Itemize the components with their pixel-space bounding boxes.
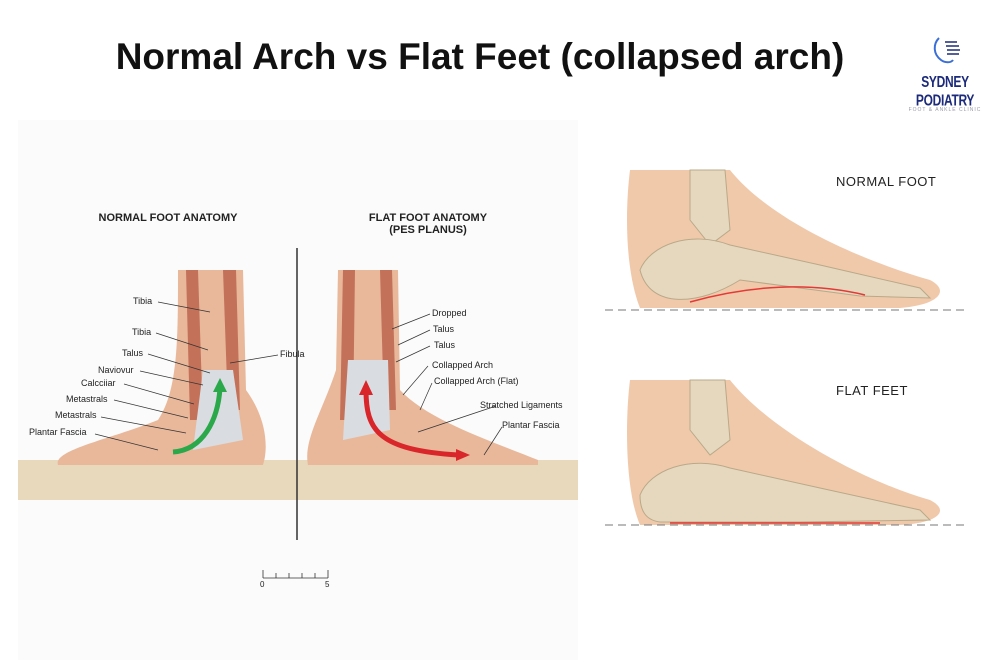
page-title: Normal Arch vs Flat Feet (collapsed arch… — [115, 36, 845, 77]
flat-heading: FLAT FOOT ANATOMY(PES PLANUS) — [368, 212, 488, 236]
logo: SYDNEY PODIATRY FOOT & ANKLE CLINIC — [897, 36, 993, 113]
foot-logo-icon — [933, 37, 960, 64]
normal-foot-side-view — [605, 169, 965, 311]
scale-min: 0 — [260, 580, 265, 589]
label-naviovur: Naviovur — [98, 365, 134, 375]
logo-subtitle: FOOT & ANKLE CLINIC — [908, 107, 982, 113]
scale-max: 5 — [325, 580, 330, 589]
anatomy-panel: NORMAL FOOT ANATOMY FLAT FOOT ANATOMY(PE… — [18, 120, 578, 660]
label-talus-flat: Talus — [433, 324, 455, 334]
label-stretched-ligaments: Stratched Ligaments — [480, 400, 563, 410]
label-calcciiar: Calcciiar — [81, 378, 116, 388]
label-plantar-fascia: Plantar Fascia — [29, 427, 87, 437]
flat-foot-drawing — [307, 270, 538, 465]
label-collapsed-arch: Collapped Arch — [432, 360, 494, 370]
normal-foot-label: NORMAL FOOT — [836, 174, 937, 189]
foot-bone-comparison — [605, 169, 965, 526]
label-talus-flat-2: Talus — [434, 340, 456, 350]
logo-name: SYDNEY PODIATRY — [915, 72, 975, 110]
label-tibia-2: Tibia — [132, 327, 152, 337]
leader-lines — [94, 301, 503, 456]
flat-foot-side-view — [605, 379, 965, 526]
label-tibia: Tibia — [133, 296, 153, 306]
label-fibula: Fibula — [280, 349, 305, 359]
normal-foot-drawing — [57, 270, 266, 465]
label-collapsed-arch-flat: Collapped Arch (Flat) — [434, 376, 519, 386]
flat-feet-label: FLAT FEET — [836, 383, 908, 398]
label-metastrals-2: Metastrals — [55, 410, 97, 420]
label-dropped: Dropped — [432, 308, 467, 318]
scale-bar — [262, 570, 329, 579]
normal-heading: NORMAL FOOT ANATOMY — [98, 212, 238, 224]
label-metastrals: Metastrals — [66, 394, 108, 404]
foot-illustrations — [18, 248, 578, 579]
label-plantar-fascia-flat: Plantar Fascia — [502, 420, 560, 430]
label-talus: Talus — [122, 348, 144, 358]
